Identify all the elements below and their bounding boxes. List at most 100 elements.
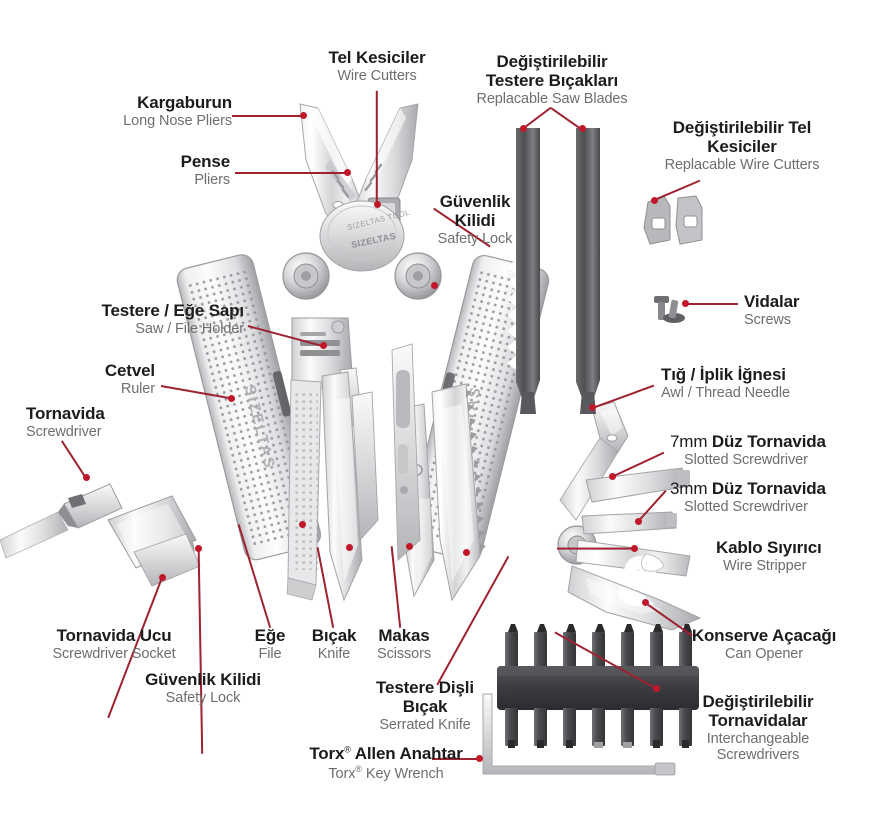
leader-dot-ege: [298, 520, 306, 528]
label-repl-wire-cutters-tr-2: Kesiciler: [707, 137, 777, 157]
label-torx-en-sup: ®: [355, 764, 362, 775]
leader-dot-safety-lock-bottom: [194, 544, 202, 552]
right-liner: [391, 343, 421, 561]
plier-jaws: SIZELTAS TOOL SIZELTAS: [299, 103, 419, 272]
clip-blade: [351, 391, 379, 542]
leader-dot-7mm-slotted: [608, 472, 616, 480]
label-interchangeable-en-2: Screwdrivers: [716, 747, 800, 764]
label-safety-lock-top-tr-2: Kilidi: [454, 211, 496, 231]
leader-dot-saw-file-holder: [319, 341, 327, 349]
label-interchangeable-tr-1: Değiştirilebilir: [702, 692, 814, 711]
label-torx: Torx® Allen Anahtar Torx® Key Wrench: [296, 744, 476, 782]
leader-kargaburun: [232, 115, 304, 117]
label-pense-tr: Pense: [180, 152, 230, 171]
label-cetvel-en: Ruler: [120, 381, 155, 398]
leader-dot-safety-lock-top: [430, 281, 438, 289]
leader-dot-interchangeable-bits: [652, 684, 660, 692]
leader-dot-cetvel: [227, 394, 235, 402]
label-torx-en-rest: Key Wrench: [361, 765, 444, 782]
leader-dot-tornavida: [82, 473, 90, 481]
leader-dot-can-opener: [641, 598, 649, 606]
label-7mm-slotted-tr: 7mm Düz Tornavida: [670, 432, 880, 451]
label-7mm-prefix: 7mm: [670, 432, 712, 451]
label-repl-wire-cutters-en: Replacable Wire Cutters: [664, 157, 820, 174]
label-cetvel-tr: Cetvel: [104, 361, 155, 380]
label-serrated-knife-en: Serrated Knife: [379, 717, 471, 734]
label-wire-stripper: Kablo Sıyırıcı Wire Stripper: [716, 538, 886, 574]
leader-dot-torx: [475, 754, 483, 762]
replacement-saw-blades: [507, 128, 600, 414]
label-interchangeable-en-1: Interchangeable: [706, 731, 810, 748]
label-bicak: Bıçak Knife: [296, 626, 372, 662]
label-safety-lock-top-tr-1: Güvenlik: [439, 192, 511, 211]
label-awl-en: Awl / Thread Needle: [661, 385, 790, 402]
label-wire-stripper-tr: Kablo Sıyırıcı: [716, 538, 822, 557]
label-tornavida: Tornavida Screwdriver: [26, 404, 176, 440]
label-3mm-slotted: 3mm Düz Tornavida Slotted Screwdriver: [670, 479, 880, 515]
leader-dot-screwdriver-socket: [158, 573, 166, 581]
screws: [654, 296, 685, 323]
label-torx-tr-sup: ®: [344, 744, 351, 755]
label-makas: Makas Scissors: [362, 626, 446, 662]
leader-dot-repl-wire-cutters: [650, 196, 658, 204]
label-vidalar-en: Screws: [744, 312, 791, 329]
label-saw-file-holder: Testere / Eğe Sapı Saw / File Holder: [30, 301, 245, 338]
label-serrated-knife: Testere Dişli Bıçak Serrated Knife: [330, 678, 520, 733]
label-7mm-main: Düz Tornavida: [711, 432, 826, 451]
label-safety-lock-bottom-tr: Güvenlik Kilidi: [145, 670, 261, 689]
label-bicak-en: Knife: [317, 646, 351, 663]
leader-dot-awl: [588, 403, 596, 411]
label-ege-en: File: [258, 646, 282, 663]
label-bicak-tr: Bıçak: [311, 626, 357, 645]
leader-tel-kesiciler: [376, 90, 378, 205]
label-tornavida-tr: Tornavida: [26, 404, 105, 423]
label-7mm-slotted: 7mm Düz Tornavida Slotted Screwdriver: [670, 432, 880, 468]
label-3mm-prefix: 3mm: [670, 479, 712, 498]
leader-dot-vidalar: [681, 299, 689, 307]
label-screwdriver-socket-en: Screwdriver Socket: [52, 646, 176, 663]
label-3mm-main: Düz Tornavida: [711, 479, 826, 498]
label-replaceable-saw-blades: Değiştirilebilir Testere Bıçakları Repla…: [471, 52, 633, 107]
label-kargaburun-tr: Kargaburun: [137, 93, 232, 112]
label-serrated-knife-tr-1: Testere Dişli: [376, 678, 474, 697]
label-can-opener-tr: Konserve Açacağı: [691, 626, 837, 645]
label-screwdriver-socket-tr: Tornavida Ucu: [56, 626, 172, 645]
screwdriver-socket-assembly: [0, 483, 201, 587]
label-saw-file-holder-tr: Testere / Eğe Sapı: [101, 301, 245, 320]
label-torx-tr-base: Torx: [309, 744, 345, 763]
label-awl-tr: Tığ / İplik İğnesi: [661, 365, 786, 384]
label-tornavida-en: Screwdriver: [26, 424, 102, 441]
label-vidalar: Vidalar Screws: [744, 292, 864, 328]
label-can-opener-en: Can Opener: [725, 646, 803, 663]
label-screwdriver-socket: Tornavida Ucu Screwdriver Socket: [24, 626, 204, 662]
label-torx-tr: Torx® Allen Anahtar: [296, 744, 476, 763]
label-vidalar-tr: Vidalar: [744, 292, 800, 311]
bit-set: [497, 624, 699, 748]
label-tel-kesiciler-tr: Tel Kesiciler: [328, 48, 426, 67]
label-safety-lock-top-en: Safety Lock: [437, 231, 513, 248]
knife-tool: [321, 371, 363, 602]
label-torx-tr-rest: Allen Anahtar: [350, 744, 463, 763]
label-wire-stripper-en: Wire Stripper: [723, 558, 807, 575]
label-can-opener: Konserve Açacağı Can Opener: [664, 626, 864, 662]
label-torx-en: Torx® Key Wrench: [296, 764, 476, 782]
leader-wire-stripper: [557, 548, 635, 550]
label-pense: Pense Pliers: [70, 152, 230, 188]
label-cetvel: Cetvel Ruler: [35, 361, 155, 397]
label-kargaburun-en: Long Nose Pliers: [123, 113, 232, 130]
label-saw-file-holder-en: Saw / File Holder: [135, 321, 244, 338]
label-makas-tr: Makas: [378, 626, 430, 645]
saw-file-holder: [291, 317, 363, 431]
leader-torx: [432, 758, 480, 760]
label-kargaburun: Kargaburun Long Nose Pliers: [50, 93, 232, 129]
leader-dot-tel-kesiciler: [373, 200, 381, 208]
left-handle: SIZELTAS: [176, 254, 322, 561]
label-serrated-knife-tr-2: Bıçak: [402, 697, 448, 717]
label-interchangeable-tr-2: Tornavidalar: [708, 711, 808, 731]
label-saw-blades-tr-1: Değiştirilebilir: [496, 52, 608, 71]
leader-dot-serrated-knife: [462, 548, 470, 556]
serrated-knife-tool: [431, 383, 486, 602]
label-3mm-slotted-tr: 3mm Düz Tornavida: [670, 479, 880, 498]
